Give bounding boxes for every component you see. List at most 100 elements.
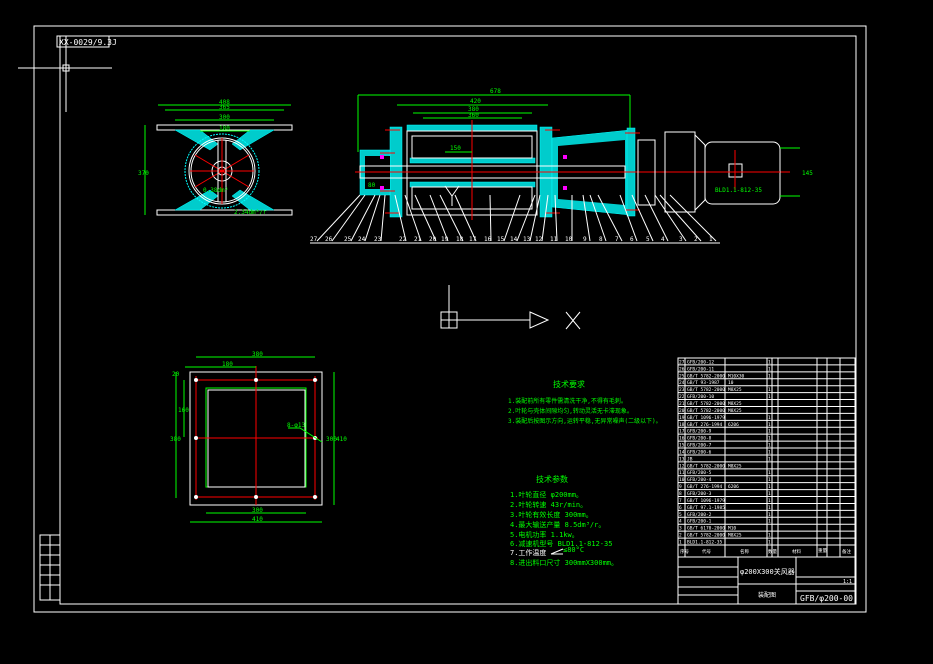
part-callout: 8 (589, 194, 607, 243)
bom-no: 7 (679, 498, 682, 504)
bom-code: GB/T 6170-2000 (687, 526, 725, 532)
bom-code: GFB/200-10 (687, 394, 714, 400)
bom-qty: 1 (768, 519, 771, 525)
tech-params-title: 技术参数 (536, 474, 568, 484)
part-number: 11 (550, 236, 558, 243)
dim-label: 150 (450, 145, 461, 152)
header-code: 代号 (702, 548, 711, 555)
dim-label: 360 (468, 112, 479, 119)
drawing-id: XX-0029/9.3J (59, 38, 117, 47)
bom-name: M8X25 (728, 401, 742, 407)
bom-qty: 1 (768, 387, 771, 393)
bom-no: 4 (679, 519, 682, 525)
volume-label: 0.38dm³ (203, 187, 228, 194)
drawing-id-box (56, 35, 110, 48)
bom-qty: 1 (768, 477, 771, 483)
dim-label: 300 (252, 507, 263, 514)
bom-name: 10 (728, 380, 734, 386)
param-item: 4.最大输送产量 8.5dm³/r。 (510, 520, 605, 529)
bom-qty: 1 (768, 394, 771, 400)
bom-no: 24 (679, 380, 685, 386)
bom-no: 1 (679, 540, 682, 546)
bom-qty: 1 (768, 484, 771, 490)
part-callout: 7 (597, 194, 623, 243)
bom-no: 17 (679, 429, 685, 435)
part-number: 6 (630, 236, 634, 243)
part-number: 24 (358, 236, 366, 243)
dim-label: 180 (222, 361, 233, 368)
part-number: 21 (414, 236, 422, 243)
part-number: 20 (429, 236, 437, 243)
dim-label: 380 (170, 436, 181, 443)
dim-label: 180 (219, 125, 230, 132)
bom-qty: 1 (768, 359, 771, 365)
bom-no: 22 (679, 394, 685, 400)
inner-frame (59, 35, 857, 605)
bom-code: GB/T 5782-2000 (687, 373, 725, 379)
bom-code: GFB/200-6 (687, 449, 712, 455)
part-callout: 25 (344, 194, 376, 243)
part-callout: 4 (644, 194, 669, 243)
param-item: 2.叶轮转速 43r/min。 (510, 500, 587, 509)
part-callout: 1 (669, 194, 717, 243)
part-callout: 26 (325, 194, 366, 243)
part-callout: 13 (523, 194, 541, 243)
part-number: 25 (344, 236, 352, 243)
bom-qty: 1 (768, 449, 771, 455)
bom-code: GFB/200-8 (687, 436, 712, 442)
part-number: 15 (497, 236, 505, 243)
bom-qty: 1 (768, 422, 771, 428)
header-qty: 数量 (768, 548, 777, 555)
part-callout: 2 (659, 194, 702, 243)
dim-label: 678 (490, 88, 501, 95)
bom-no: 19 (679, 415, 685, 421)
ucs-axis-icon (440, 285, 581, 330)
ucs-crosshair-cursor[interactable] (18, 36, 112, 112)
part-callout: 16 (484, 194, 492, 243)
part-callout: 22 (394, 194, 407, 243)
part-callout: 6 (619, 194, 638, 243)
bom-no: 23 (679, 387, 685, 393)
bom-qty: 1 (768, 456, 771, 462)
part-number: 26 (325, 236, 333, 243)
part-number: 12 (535, 236, 543, 243)
bom-qty: 1 (768, 429, 771, 435)
bom-code: GB/T 97.1-1985 (687, 505, 725, 511)
part-callout: 5 (631, 194, 654, 243)
bom-code: GFB/200-9 (687, 429, 712, 435)
temperature-value: ≤80°C (563, 546, 584, 554)
bom-name: M10X30 (728, 373, 745, 379)
part-callout: 18 (439, 194, 464, 243)
bom-qty: 1 (768, 373, 771, 379)
bom-code: GB/T 276-1994 (687, 484, 723, 490)
bom-name: 6206 (728, 422, 739, 428)
bom-code: GB/T 5782-2000 (687, 387, 725, 393)
dim-label: 380 (252, 351, 263, 358)
bom-code: GFB/200-12 (687, 359, 714, 365)
part-number: 7 (615, 236, 619, 243)
part-callout: 3 (654, 194, 687, 243)
bom-code: GB/T 276-1994 (687, 422, 723, 428)
header-no: 序号 (680, 548, 689, 555)
bom-code: GFB/200-3 (687, 491, 712, 497)
dim-label: 300 (326, 436, 337, 443)
bom-code: GB/T 5782-2000 (687, 401, 725, 407)
bom-no: 12 (679, 463, 685, 469)
bom-name: M8X25 (728, 387, 742, 393)
scale: 1:1 (843, 579, 852, 585)
bom-no: 21 (679, 401, 685, 407)
volume-label: 2.34dm³/r (234, 209, 267, 216)
part-callout: 20 (414, 194, 437, 243)
bom-qty: 1 (768, 505, 771, 511)
bom-no: 15 (679, 443, 685, 449)
product-title: φ200X300关风器 (740, 567, 795, 576)
dim-label: 380 (468, 106, 479, 113)
part-number: 14 (510, 236, 518, 243)
bom-qty: 1 (768, 512, 771, 518)
drawing-number: GFB/φ200-00 (800, 594, 853, 603)
